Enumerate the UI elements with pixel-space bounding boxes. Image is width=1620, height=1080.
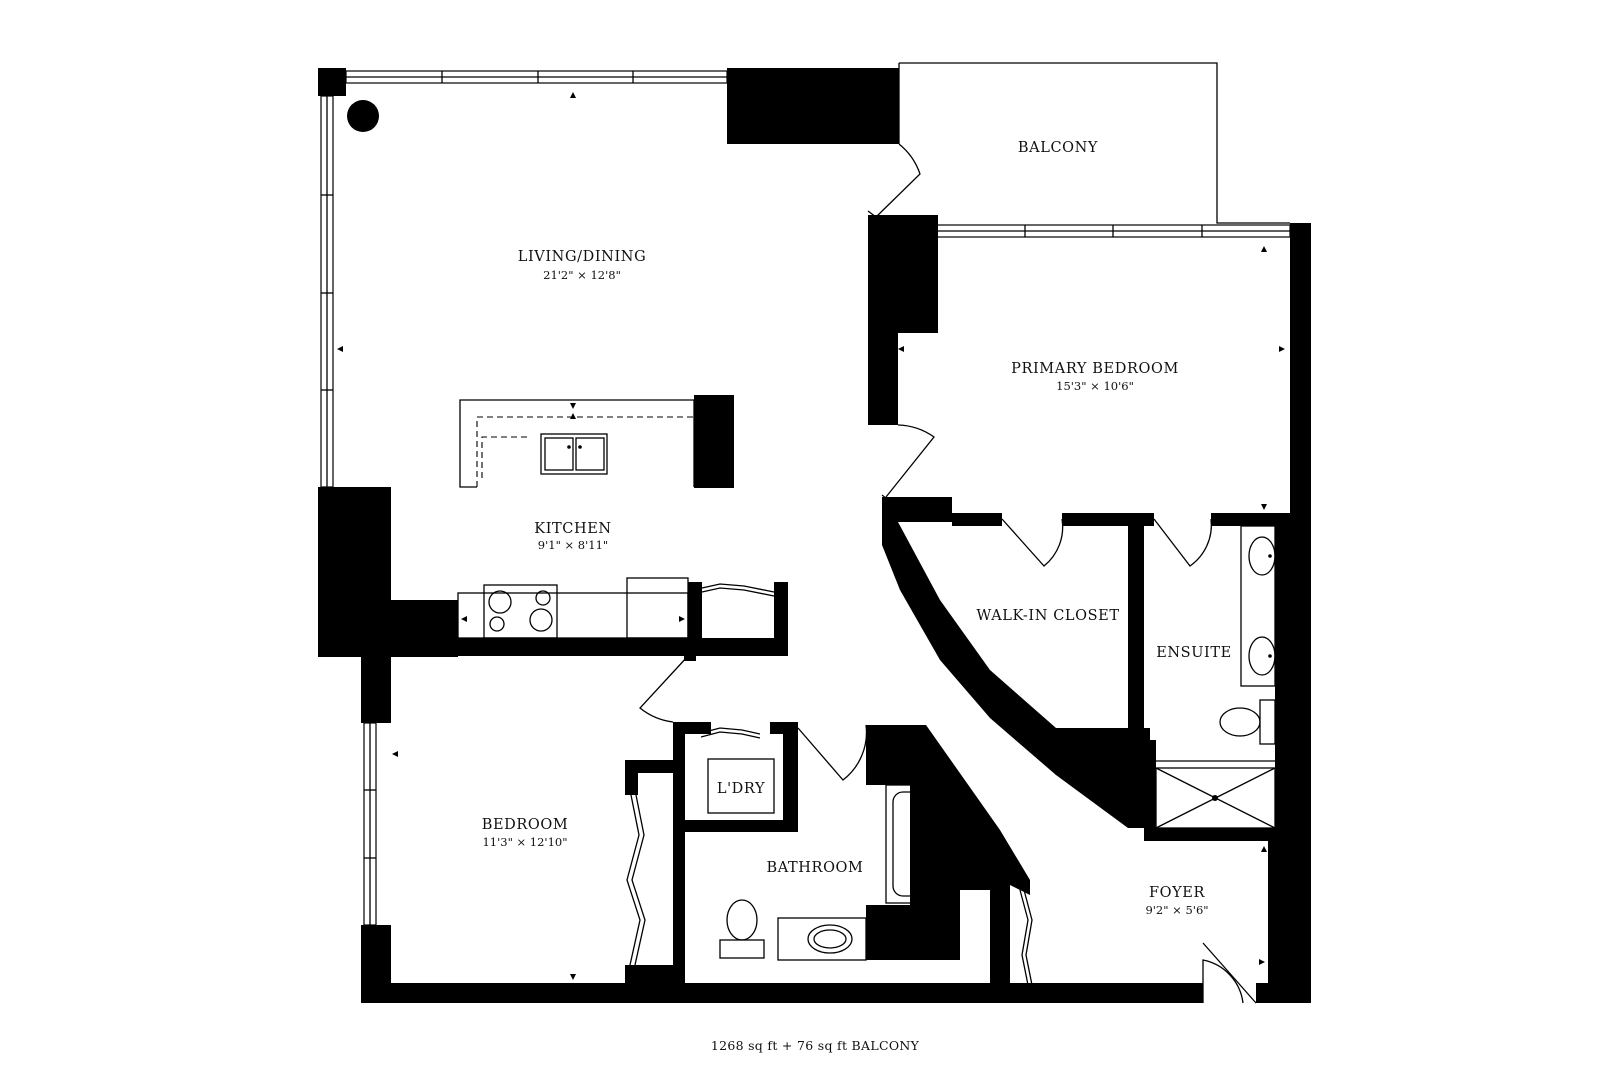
windows [320,70,1291,926]
bathroom-label: BATHROOM [767,860,864,876]
primary-bedroom-label: PRIMARY BEDROOM [1011,361,1179,377]
bathroom-fixtures [719,784,955,961]
interior-walls [458,215,1311,985]
kitchen-counter [457,577,689,639]
ensuite-fixtures [1155,525,1276,829]
laundry-label: L'DRY [717,781,765,797]
living-dining-label: LIVING/DINING [518,249,647,265]
kitchen-label: KITCHEN [534,521,611,537]
doors [626,143,1257,1004]
bedroom-label: BEDROOM [482,817,569,833]
foyer-label: FOYER [1149,885,1206,901]
primary-bedroom-dims: 15'3" × 10'6" [1056,379,1134,393]
ensuite-label: ENSUITE [1156,645,1232,661]
kitchen-dims: 9'1" × 8'11" [538,538,608,552]
living-dining-dims: 21'2" × 12'8" [543,268,621,282]
laundry-closet [707,758,775,814]
kitchen-island [459,395,734,488]
balcony-outline [898,62,1290,224]
area-summary: 1268 sq ft + 76 sq ft BALCONY [711,1038,920,1053]
balcony-label: BALCONY [1018,140,1098,156]
walk-in-closet-label: WALK-IN CLOSET [976,608,1119,624]
bedroom-dims: 11'3" × 12'10" [482,835,567,849]
structural-column [347,100,379,132]
exterior-walls [318,68,1311,1003]
dimension-marks [337,92,1285,980]
foyer-dims: 9'2" × 5'6" [1145,903,1208,917]
